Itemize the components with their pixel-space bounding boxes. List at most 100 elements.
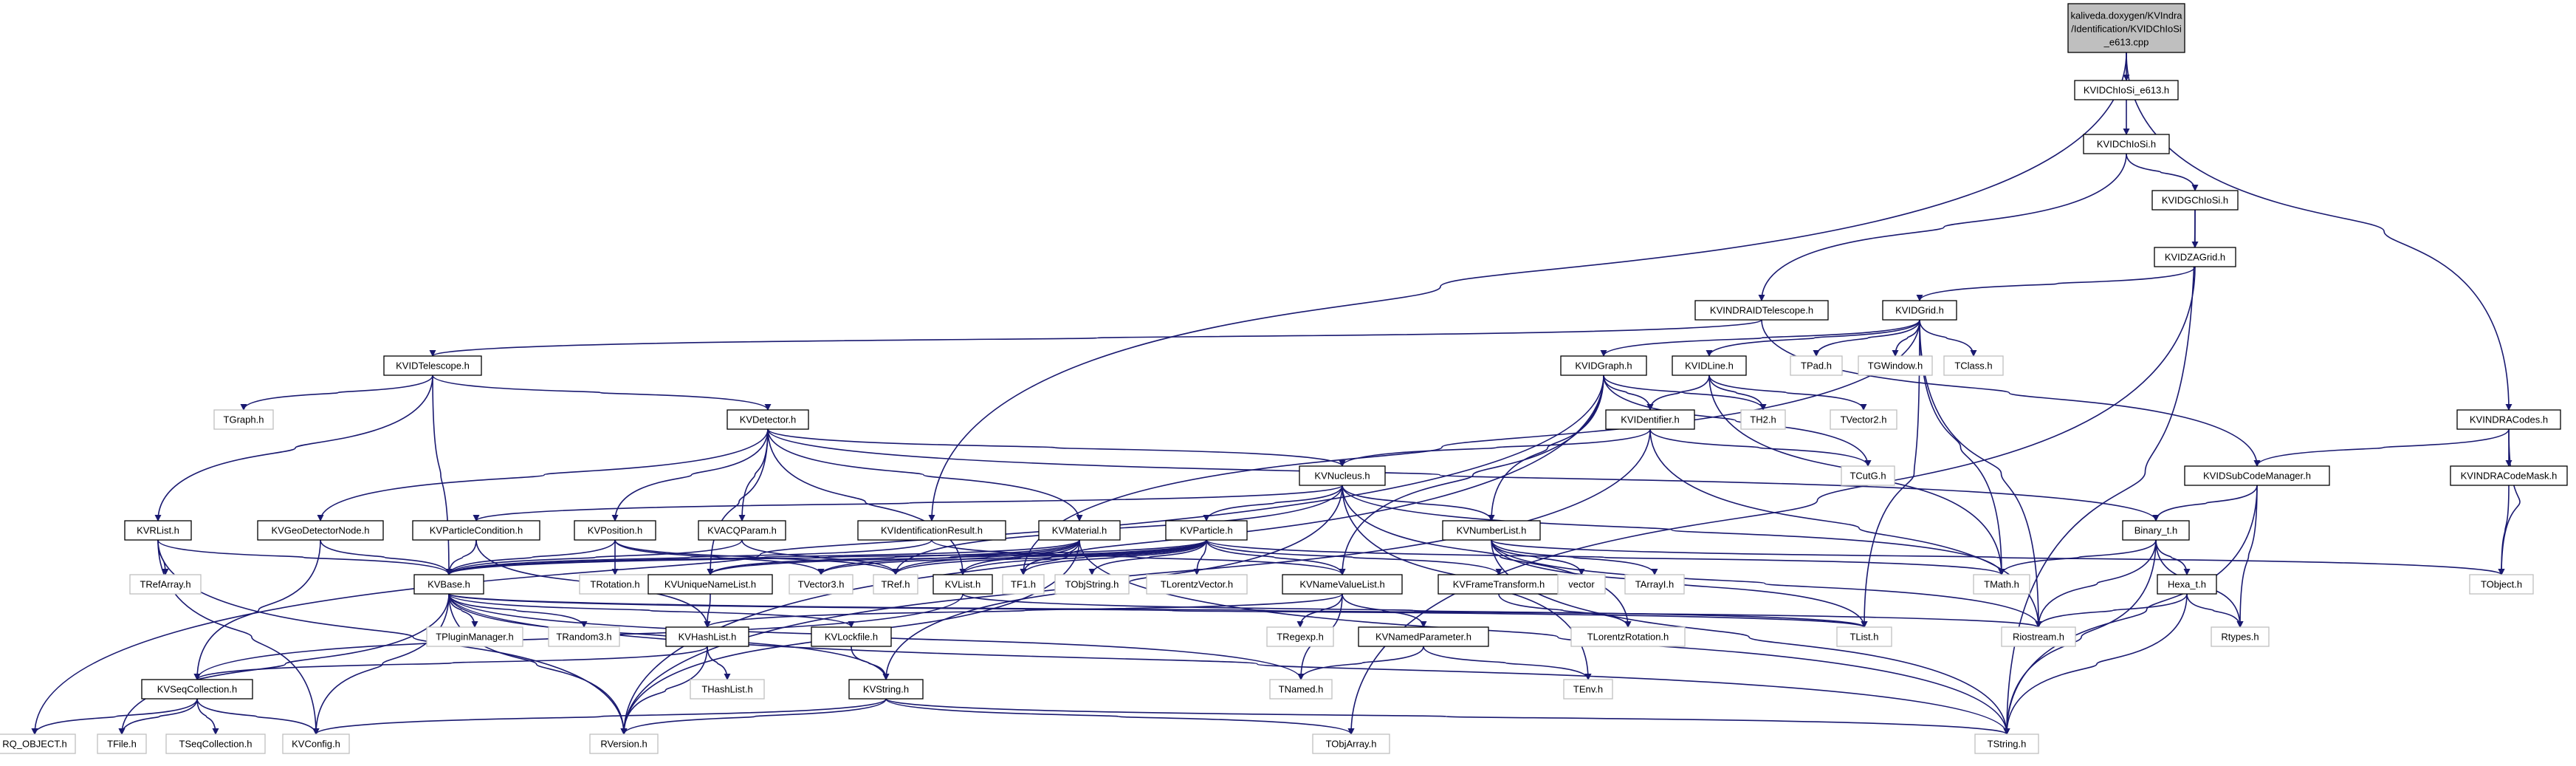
node-label: KVIDZAGrid.h	[2165, 251, 2225, 262]
node-KVIDLine_h[interactable]: KVIDLine.h	[1672, 355, 1747, 376]
node-label: TH2.h	[1750, 414, 1776, 425]
node-label: TLorentzRotation.h	[1587, 631, 1669, 642]
node-label: vector	[1568, 578, 1595, 589]
edge-KVString_h-to-TObjArray_h	[885, 698, 1355, 735]
node-box	[1299, 465, 1386, 486]
node-TRandom3_h: TRandom3.h	[548, 626, 620, 647]
node-KVList_h[interactable]: KVList.h	[932, 574, 993, 595]
node-TPluginManager_h: TPluginManager.h	[426, 626, 523, 647]
edge-KVIdentificationResult_h-to-KVBase_h	[445, 539, 932, 575]
node-box	[2154, 247, 2236, 267]
node-KVIDSubCodeManager_h[interactable]: KVIDSubCodeManager.h	[2184, 465, 2330, 486]
node-KVIDGChIoSi_h[interactable]: KVIDGChIoSi.h	[2151, 190, 2239, 211]
node-box	[141, 679, 253, 700]
node-box	[1560, 355, 1647, 376]
node-KVLockfile_h[interactable]: KVLockfile.h	[811, 626, 892, 647]
node-box	[1269, 679, 1333, 700]
node-KVINDRACodeMask_h[interactable]: KVINDRACodeMask.h	[2450, 465, 2568, 486]
node-TRefArray_h: TRefArray.h	[129, 574, 202, 595]
node-KVIDGraph_h[interactable]: KVIDGraph.h	[1560, 355, 1647, 376]
node-KVParticleCondition_h[interactable]: KVParticleCondition.h	[412, 520, 540, 541]
node-KVIDChIoSi_h[interactable]: KVIDChIoSi.h	[2083, 134, 2170, 154]
edge-KVNamedParameter_h-to-TNamed_h	[1297, 646, 1424, 680]
node-RQ_OBJECT_h: RQ_OBJECT.h	[0, 733, 76, 754]
node-KVFrameTransform_h[interactable]: KVFrameTransform.h	[1438, 574, 1560, 595]
edge-KVIDGrid_h-to-KVIDGraph_h	[1600, 319, 1920, 357]
root-label-line: kaliveda.doxygen/KVIndra	[2070, 10, 2182, 21]
node-box	[857, 520, 1006, 541]
node-KVGeoDetectorNode_h[interactable]: KVGeoDetectorNode.h	[257, 520, 384, 541]
node-KVParticle_h[interactable]: KVParticle.h	[1165, 520, 1248, 541]
node-TGWindow_h: TGWindow.h	[1858, 355, 1933, 376]
node-KVINDRAIDTelescope_h[interactable]: KVINDRAIDTelescope.h	[1694, 300, 1829, 321]
node-box	[413, 574, 484, 595]
node-KVSeqCollection_h[interactable]: KVSeqCollection.h	[141, 679, 253, 700]
node-label: KVIDLine.h	[1685, 360, 1734, 371]
node-KVIDChIoSi_e613_h[interactable]: KVIDChIoSi_e613.h	[2074, 80, 2179, 100]
node-KVNucleus_h[interactable]: KVNucleus.h	[1299, 465, 1386, 486]
node-KVBase_h[interactable]: KVBase.h	[413, 574, 484, 595]
edge-KVString_h-to-TString_h	[885, 698, 2010, 735]
node-label: KVConfig.h	[292, 738, 340, 749]
node-KVINDRACodes_h[interactable]: KVINDRACodes.h	[2456, 409, 2561, 430]
node-KVNumberList_h[interactable]: KVNumberList.h	[1442, 520, 1541, 541]
node-box	[165, 733, 266, 754]
node-KVACQParam_h[interactable]: KVACQParam.h	[698, 520, 786, 541]
node-KVNameValueList_h[interactable]: KVNameValueList.h	[1282, 574, 1403, 595]
node-box	[1836, 626, 1892, 647]
node-KVIDGrid_h[interactable]: KVIDGrid.h	[1882, 300, 1957, 321]
node-KVIDentifier_h[interactable]: KVIDentifier.h	[1605, 409, 1695, 430]
node-TEnv_h: TEnv.h	[1563, 679, 1613, 700]
node-KVHashList_h[interactable]: KVHashList.h	[665, 626, 749, 647]
node-KVNamedParameter_h[interactable]: KVNamedParameter.h	[1358, 626, 1489, 647]
node-box	[1563, 679, 1613, 700]
edge-KVMaterial_h-to-TString_h	[1079, 539, 2010, 735]
node-Binary_t_h[interactable]: Binary_t.h	[2122, 520, 2190, 541]
node-label: TObject.h	[2481, 578, 2522, 589]
node-box	[1973, 574, 2030, 595]
node-KVString_h[interactable]: KVString.h	[848, 679, 924, 700]
root-label-line: _e613.cpp	[2103, 36, 2149, 47]
node-TMath_h: TMath.h	[1973, 574, 2030, 595]
node-box	[129, 574, 202, 595]
node-Riostream_h: Riostream.h	[2001, 626, 2076, 647]
edge-KVDetector_h-to-KVPosition_h	[611, 428, 769, 522]
file-nodes: kaliveda.doxygen/KVIndra/Identification/…	[0, 3, 2568, 754]
node-label: KVIDChIoSi.h	[2097, 138, 2156, 149]
node-KVIdentificationResult_h[interactable]: KVIdentificationResult.h	[857, 520, 1006, 541]
node-label: KVParticle.h	[1180, 524, 1233, 536]
node-label: KVPosition.h	[588, 524, 642, 536]
node-KVUniqueNameList_h[interactable]: KVUniqueNameList.h	[648, 574, 773, 595]
node-KVPosition_h[interactable]: KVPosition.h	[574, 520, 656, 541]
node-Hexa_t_h[interactable]: Hexa_t.h	[2157, 574, 2217, 595]
node-KVIDTelescope_h[interactable]: KVIDTelescope.h	[383, 355, 482, 376]
node-box	[873, 574, 918, 595]
node-vector: vector	[1557, 574, 1606, 595]
edge-KVMaterial_h-to-KVUniqueNameList_h	[707, 539, 1080, 575]
node-KVDetector_h[interactable]: KVDetector.h	[727, 409, 809, 430]
edge-KVNumberList_h-to-TArrayI_h	[1491, 539, 1658, 575]
root-file-node[interactable]: kaliveda.doxygen/KVIndra/Identification/…	[2067, 3, 2185, 53]
edge-KVIDLine_h-to-TH2_h	[1708, 375, 1767, 411]
node-box	[2122, 520, 2190, 541]
node-box	[383, 355, 482, 376]
edge-KVSeqCollection_h-to-RQ_OBJECT_h	[31, 698, 198, 735]
node-TH2_h: TH2.h	[1740, 409, 1786, 430]
edge-KVString_h-to-KVConfig_h	[312, 698, 887, 735]
node-label: TPluginManager.h	[436, 631, 514, 642]
node-box	[698, 520, 786, 541]
node-box	[648, 574, 773, 595]
node-label: KVUniqueNameList.h	[664, 578, 756, 589]
node-label: KVACQParam.h	[707, 524, 777, 536]
node-box	[1570, 626, 1686, 647]
edge-KVIDentifier_h-to-TCutG_h	[1649, 428, 1872, 467]
node-label: TMath.h	[1984, 578, 2019, 589]
edge-KVParticle_h-to-TObjString_h	[1088, 539, 1207, 575]
edge-KVBase_h-to-RVersion_h	[448, 593, 628, 735]
node-KVMaterial_h[interactable]: KVMaterial.h	[1038, 520, 1121, 541]
node-KVIDZAGrid_h[interactable]: KVIDZAGrid.h	[2154, 247, 2236, 267]
edge-KVBase_h-to-Riostream_h	[448, 593, 2042, 628]
edge-Binary_t_h-to-TString_h	[2003, 539, 2157, 735]
node-KVRList_h[interactable]: KVRList.h	[124, 520, 192, 541]
node-label: KVIDTelescope.h	[396, 360, 470, 371]
